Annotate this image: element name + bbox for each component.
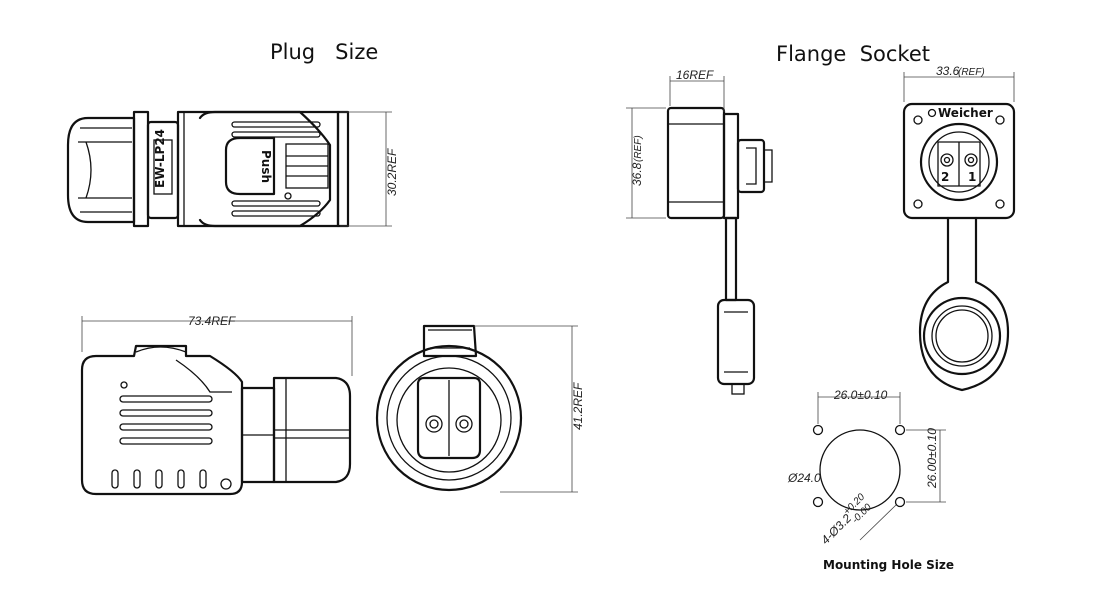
flange-depth-dim-label: 16REF: [676, 68, 714, 82]
flange-width-dimension: [903, 72, 1015, 102]
mounting-hole-pattern: [812, 392, 946, 541]
center-diameter-label: Ø24.0: [787, 471, 821, 485]
plug-model-mark: EW-LP24: [153, 129, 167, 188]
plug-front-height-dim-label: 41.2REF: [571, 382, 585, 430]
svg-text:Weicher: Weicher: [938, 106, 993, 120]
flange-height-dimension: [626, 107, 666, 219]
plug-side-view: [80, 344, 352, 496]
plug-height-dim-label: 30.2REF: [385, 148, 399, 196]
flange-front-view: [902, 102, 1016, 392]
hole-spacing-v-label: 26.00±0.10: [925, 428, 939, 489]
flange-width-dim-label: 33.6: [936, 64, 960, 78]
flange-height-dim-label: 36.8: [630, 162, 644, 186]
plug-length-dimension: [81, 316, 353, 376]
mounting-hole-title: Mounting Hole Size: [823, 558, 954, 572]
pin-1-label: 1: [968, 170, 976, 184]
weicher-logo: Weicher: [927, 106, 993, 120]
flange-depth-dimension: [669, 76, 725, 112]
flange-side-view: [666, 106, 773, 395]
plug-length-dim-label: 73.4REF: [188, 314, 236, 328]
hole-diameter-callout: 4-Ø3.2 +0.20 -0.00: [818, 491, 874, 547]
plug-front-view: [375, 324, 523, 492]
plug-top-view: [66, 110, 350, 228]
plug-front-height-dimension: [474, 325, 578, 493]
hole-spacing-h-label: 26.0±0.10: [833, 388, 888, 402]
push-mark: Push: [259, 150, 273, 183]
pin-2-label: 2: [941, 170, 949, 184]
flange-height-dim-ref: (REF): [633, 135, 644, 162]
flange-socket-title: Flange Socket: [776, 42, 930, 66]
plug-size-title: Plug Size: [270, 40, 379, 64]
plug-height-dimension: [340, 111, 392, 227]
flange-width-dim-ref: (REF): [958, 67, 985, 78]
